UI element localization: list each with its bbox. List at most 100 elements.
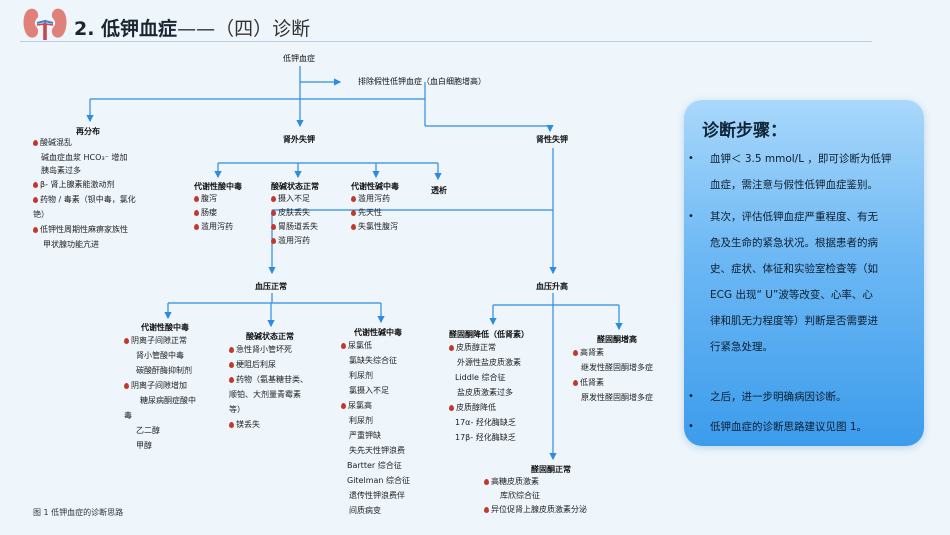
extrarenal-group-normal: 酸碱状态正常 摄入不足 皮肤丢失 胃肠道丢失 滥用泻药 xyxy=(271,181,319,248)
bp-high-group-normal-aldo: 醛固酮正常 高糖皮质激素 库欣综合征 异位促肾上腺皮质激素分泌 xyxy=(484,464,587,517)
list-item: 等） xyxy=(229,405,245,414)
list-item: 镁丢失 xyxy=(229,417,308,432)
list-item: 遗传性钾浪费伴 xyxy=(349,491,405,500)
list-item: 继发性醛固酮增多症 xyxy=(581,363,653,372)
step-line: 其次，评估低钾血症严重程度、有无 xyxy=(710,211,878,223)
list-item: 药物（氨基糖苷类、 xyxy=(229,372,308,387)
node-dialysis: 透析 xyxy=(431,186,447,195)
panel-title: 诊断步骤： xyxy=(702,121,787,141)
list-item: 高糖皮质激素 xyxy=(484,475,587,489)
list-item: Liddle 综合征 xyxy=(455,373,506,382)
step-line: 血钾＜ 3.5 mmol/L ，即可诊断为低钾 xyxy=(710,153,892,165)
list-item: 滥用泻药 xyxy=(351,192,399,206)
node-redistribution: 再分布 xyxy=(76,127,100,136)
step-line: 史、症状、体征和实验室检查等（如 xyxy=(710,263,878,275)
extrarenal-group-alkalosis: 代谢性碱中毒 滥用泻药 先天性 失氯性腹泻 xyxy=(351,181,399,234)
list-item: 利尿剂 xyxy=(349,371,373,380)
group-title: 代谢性酸中毒 xyxy=(141,323,189,332)
title-rest: ——（四）诊断 xyxy=(177,18,311,40)
list-item: 胃肠道丢失 xyxy=(271,220,319,234)
list-item: 肠瘘 xyxy=(194,206,242,220)
list-item: 甲醇 xyxy=(136,441,152,450)
bp-high-group-low-aldo: 醛固酮降低（低肾素） 皮质醇正常 外源性盐皮质激素 Liddle 综合征 盐皮质… xyxy=(449,329,529,445)
step-line: ECG 出现“ U”波等改变、心率、心 xyxy=(710,289,873,301)
list-item: 氯缺失综合征 xyxy=(349,356,397,365)
list-item: 甲状腺功能亢进 xyxy=(43,240,99,249)
list-item: 滥用泻药 xyxy=(271,234,319,248)
step-line: 之后，进一步明确病因诊断。 xyxy=(710,391,847,403)
list-item: 库欣综合征 xyxy=(500,491,540,500)
list-item: 急性肾小管坏死 xyxy=(229,342,308,357)
extrarenal-group-acidosis: 代谢性酸中毒 腹泻 肠瘘 滥用泻药 xyxy=(194,181,242,234)
step-4: • 低钾血症的诊断思路建议见图 1。 xyxy=(688,414,914,440)
group-title: 代谢性碱中毒 xyxy=(351,182,399,191)
list-item: Bartter 综合征 xyxy=(347,461,402,470)
bullet-icon: • xyxy=(688,421,694,432)
redistribution-list: 酸碱混乱 碱血症血浆 HCO₃⁻ 增加 胰岛素过多 β- 肾上腺素能激动剂 药物… xyxy=(33,135,136,252)
step-line: 低钾血症的诊断思路建议见图 1。 xyxy=(710,421,868,433)
list-item: 严重钾缺 xyxy=(349,431,381,440)
group-title: 代谢性碱中毒 xyxy=(354,328,402,337)
step-line: 行紧急处理。 xyxy=(710,341,773,353)
list-item: 铯） xyxy=(33,210,49,219)
list-item: 阴离子间隙正常 xyxy=(124,333,196,348)
diagnosis-steps-panel xyxy=(684,100,924,446)
list-item: 尿氯高 xyxy=(341,398,410,413)
list-item: 尿氯低 xyxy=(341,338,410,353)
step-2: • 其次，评估低钾血症严重程度、有无 危及生命的紧急状况。根据患者的病 史、症状… xyxy=(688,204,914,360)
kidney-icon xyxy=(22,6,68,42)
list-item: 外源性盐皮质激素 xyxy=(457,358,521,367)
list-item: 异位促肾上腺皮质激素分泌 xyxy=(484,503,587,517)
list-item: 滥用泻药 xyxy=(194,220,242,234)
bullet-icon: • xyxy=(688,211,694,222)
list-item: 摄入不足 xyxy=(271,192,319,206)
list-item: 毒 xyxy=(124,411,132,420)
step-line: 律和肌无力程度等）判断是否需要进 xyxy=(710,315,878,327)
list-item: 梗阻后利尿 xyxy=(229,357,308,372)
list-item: 失先天性钾浪费 xyxy=(349,446,405,455)
list-item: 17β- 羟化酶缺乏 xyxy=(455,433,516,442)
list-item: 腹泻 xyxy=(194,192,242,206)
list-item: 皮质醇正常 xyxy=(449,340,529,355)
list-item: 碱血症血浆 HCO₃⁻ 增加 xyxy=(41,153,128,162)
step-1: • 血钾＜ 3.5 mmol/L ，即可诊断为低钾 血症，需注意与假性低钾血症鉴… xyxy=(688,146,914,198)
group-title: 酸碱状态正常 xyxy=(246,332,294,341)
node-extrarenal: 肾外失钾 xyxy=(283,135,315,144)
step-line: 危及生命的紧急状况。根据患者的病 xyxy=(710,237,878,249)
list-item: 皮肤丢失 xyxy=(271,206,319,220)
list-item: β- 肾上腺素能激动剂 xyxy=(33,177,136,192)
list-item: 肾小管酸中毒 xyxy=(136,351,184,360)
bp-normal-group-alkalosis: 代谢性碱中毒 尿氯低 氯缺失综合征 利尿剂 氯摄入不足 尿氯高 利尿剂 严重钾缺… xyxy=(341,327,410,518)
group-title: 酸碱状态正常 xyxy=(271,182,319,191)
list-item: 顺铂、大剂量青霉素 xyxy=(229,390,301,399)
list-item: 低钾性周期性麻痹家族性 xyxy=(33,222,136,237)
list-item: 原发性醛固酮增多症 xyxy=(581,393,653,402)
list-item: Gitelman 综合征 xyxy=(347,476,411,485)
list-item: 糖尿病酮症酸中 xyxy=(140,396,196,405)
node-bp-normal: 血压正常 xyxy=(255,282,287,291)
list-item: 碳酸酐酶抑制剂 xyxy=(136,366,192,375)
list-item: 低肾素 xyxy=(573,375,653,390)
group-title: 醛固酮增高 xyxy=(597,335,637,344)
group-title: 醛固酮正常 xyxy=(531,465,571,474)
node-exclude: 排除假性低钾血症（血白细胞增高） xyxy=(358,77,486,86)
list-item: 阴离子间隙增加 xyxy=(124,378,196,393)
group-title: 醛固酮降低（低肾素） xyxy=(449,330,529,339)
figure-caption: 图 1 低钾血症的诊断思路 xyxy=(33,508,124,517)
bp-normal-group-normal: 酸碱状态正常 急性肾小管坏死 梗阻后利尿 药物（氨基糖苷类、 顺铂、大剂量青霉素… xyxy=(229,331,308,432)
node-root: 低钾血症 xyxy=(283,54,315,63)
step-line: 血症，需注意与假性低钾血症鉴别。 xyxy=(710,179,878,191)
bp-high-group-high-aldo: 醛固酮增高 高肾素 继发性醛固酮增多症 低肾素 原发性醛固酮增多症 xyxy=(573,334,653,405)
list-item: 酸碱混乱 xyxy=(33,135,136,150)
header-divider xyxy=(20,41,872,42)
group-title: 代谢性酸中毒 xyxy=(194,182,242,191)
node-renal: 肾性失钾 xyxy=(536,135,568,144)
list-item: 皮质醇降低 xyxy=(449,400,529,415)
bullet-icon: • xyxy=(688,391,694,402)
list-item: 高肾素 xyxy=(573,345,653,360)
list-item: 先天性 xyxy=(351,206,399,220)
list-item: 间质病变 xyxy=(349,506,381,515)
list-item: 胰岛素过多 xyxy=(41,166,81,175)
list-item: 17α- 羟化酶缺乏 xyxy=(455,418,516,427)
